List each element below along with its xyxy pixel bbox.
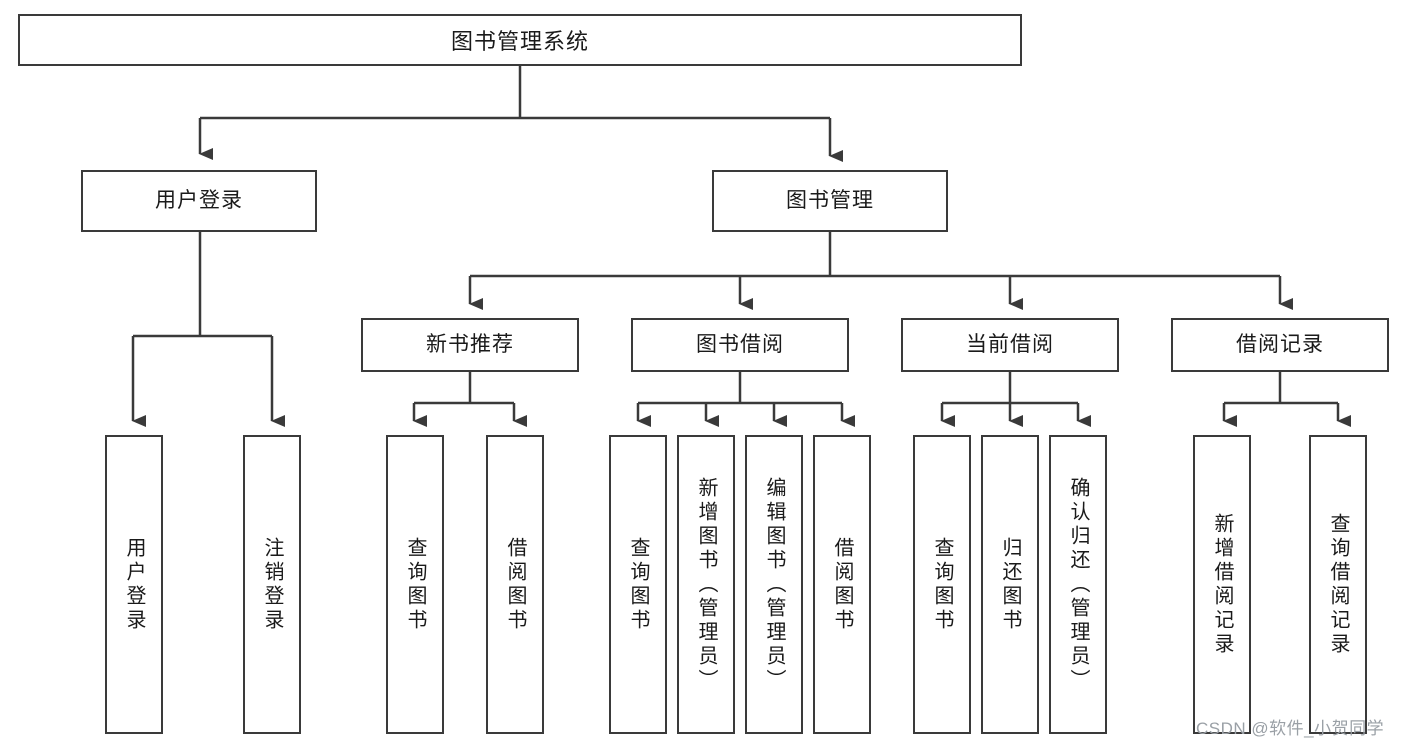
node-submodule-new-book-recommend[interactable]: 新书推荐 bbox=[361, 318, 579, 372]
node-leaf-logout[interactable]: 注销登录 bbox=[243, 435, 301, 734]
watermark-text: CSDN @软件_小贺同学 bbox=[1196, 719, 1385, 738]
node-leaf-borrow-book-recommend[interactable]: 借阅图书 bbox=[486, 435, 544, 734]
node-leaf-user-login[interactable]: 用户登录 bbox=[105, 435, 163, 734]
node-leaf-borrow-book[interactable]: 借阅图书 bbox=[813, 435, 871, 734]
node-leaf-add-borrow-record[interactable]: 新增借阅记录 bbox=[1193, 435, 1251, 734]
node-module-book-management[interactable]: 图书管理 bbox=[712, 170, 948, 232]
node-submodule-current-borrow[interactable]: 当前借阅 bbox=[901, 318, 1119, 372]
node-leaf-query-borrow-record[interactable]: 查询借阅记录 bbox=[1309, 435, 1367, 734]
node-leaf-query-book-recommend[interactable]: 查询图书 bbox=[386, 435, 444, 734]
node-submodule-borrow-record[interactable]: 借阅记录 bbox=[1171, 318, 1389, 372]
node-leaf-return-book[interactable]: 归还图书 bbox=[981, 435, 1039, 734]
node-leaf-edit-book-admin[interactable]: 编辑图书（管理员） bbox=[745, 435, 803, 734]
node-submodule-book-borrow[interactable]: 图书借阅 bbox=[631, 318, 849, 372]
node-leaf-add-book-admin[interactable]: 新增图书（管理员） bbox=[677, 435, 735, 734]
node-module-user-login[interactable]: 用户登录 bbox=[81, 170, 317, 232]
node-leaf-query-book-current[interactable]: 查询图书 bbox=[913, 435, 971, 734]
node-root-system[interactable]: 图书管理系统 bbox=[18, 14, 1022, 66]
node-leaf-confirm-return-admin[interactable]: 确认归还（管理员） bbox=[1049, 435, 1107, 734]
node-leaf-query-book-borrow[interactable]: 查询图书 bbox=[609, 435, 667, 734]
